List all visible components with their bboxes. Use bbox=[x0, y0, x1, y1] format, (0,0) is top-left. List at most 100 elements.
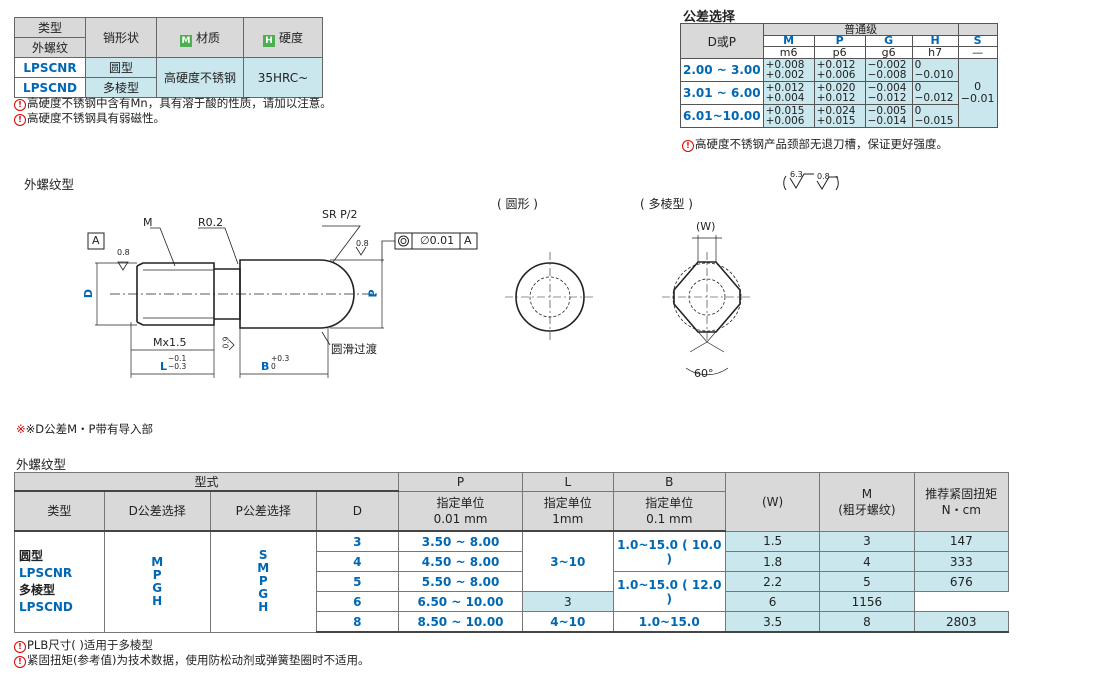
m-value: 4 bbox=[819, 551, 915, 572]
w-header: (W) bbox=[724, 472, 821, 532]
torque-value: 676 bbox=[913, 571, 1010, 592]
p-value: 6.50 ~ 10.00 bbox=[397, 591, 524, 612]
datum-box bbox=[87, 232, 105, 250]
code-poly: LPSCND bbox=[14, 77, 86, 98]
warning-icon: ! bbox=[14, 99, 26, 111]
tol-cell: 0−0.012 bbox=[911, 81, 959, 105]
tol-cell: 0−0.010 bbox=[911, 58, 959, 82]
table-row: 5 5.50 ~ 8.00 1.0~15.0 ( 12.0 ) 2.2 5 67… bbox=[15, 571, 1010, 612]
d-value: 8 bbox=[315, 611, 399, 633]
bottom-note-1: !PLB尺寸( )适用于多棱型 bbox=[14, 638, 153, 653]
shape-poly: 多棱型 bbox=[85, 77, 157, 98]
bottom-note-2: !紧固扭矩(参考值)为技术数据，使用防松动剂或弹簧垫圈时不适用。 bbox=[14, 653, 369, 668]
tol-ref: A bbox=[464, 234, 472, 247]
drawing-section-title: 外螺纹型 bbox=[24, 177, 75, 192]
label-w: (W) bbox=[696, 220, 716, 233]
s-value-cell: 0−0.01 bbox=[957, 58, 998, 128]
warning-icon: ! bbox=[14, 114, 26, 126]
rough-08-b: 0.8 bbox=[356, 239, 369, 248]
tol-cell: −0.002−0.008 bbox=[864, 58, 913, 82]
top-note-2: !高硬度不锈钢具有弱磁性。 bbox=[14, 111, 165, 126]
l-value: 4~10 bbox=[522, 611, 614, 633]
p-value: 8.50 ~ 10.00 bbox=[397, 611, 524, 633]
datum-a: A bbox=[92, 234, 100, 247]
w-value: 2.2 bbox=[724, 571, 821, 592]
warning-icon: ! bbox=[682, 140, 694, 152]
torque-value: 2803 bbox=[913, 611, 1010, 633]
roughness-symbol-icon bbox=[783, 173, 839, 191]
type-col-header: 类型 bbox=[14, 490, 105, 532]
dm-note: ※※D公差M・P带有导入部 bbox=[16, 422, 153, 436]
tol-cell: +0.015+0.006 bbox=[762, 104, 815, 128]
d-value: 4 bbox=[315, 551, 399, 572]
tolerance-table: D或P 普通级 M P G H S m6 p6 g6 h7 — 2.00 ~ 3… bbox=[680, 23, 998, 128]
label-angle: 60° bbox=[694, 367, 714, 380]
warning-icon: ! bbox=[14, 656, 26, 668]
w-value: 3 bbox=[522, 591, 614, 612]
poly-end-view bbox=[662, 235, 752, 376]
poly-title: ( 多棱型 ) bbox=[640, 197, 693, 211]
hardness-value: 35HRC~ bbox=[243, 57, 323, 98]
w-value: 1.8 bbox=[724, 551, 821, 572]
b-value: 1.0~15.0 ( 12.0 ) bbox=[612, 571, 727, 612]
material-badge-icon: M bbox=[179, 34, 192, 47]
range-3: 6.01~10.00 bbox=[680, 104, 764, 128]
m-value: 6 bbox=[724, 591, 821, 612]
l-tolerance: −0.1−0.3 bbox=[168, 354, 187, 371]
round-title: ( 圆形 ) bbox=[497, 197, 538, 211]
material-value: 高硬度不锈钢 bbox=[156, 57, 244, 98]
tolerance-note: !高硬度不锈钢产品颈部无退刀槽，保证更好强度。 bbox=[682, 137, 948, 152]
p-value: 5.50 ~ 8.00 bbox=[397, 571, 524, 592]
ptol-col-header: P公差选择 bbox=[209, 490, 317, 532]
label-l: L bbox=[160, 360, 168, 373]
tol-cell: +0.024+0.015 bbox=[813, 104, 866, 128]
thread-header: 外螺纹 bbox=[14, 37, 86, 58]
roughness-main: 6.3 bbox=[790, 170, 803, 179]
label-r: R0.2 bbox=[198, 216, 224, 229]
label-smooth: 圆滑过渡 bbox=[331, 342, 377, 356]
tol-cell: +0.012+0.006 bbox=[813, 58, 866, 82]
torque-value: 147 bbox=[913, 530, 1010, 552]
rough-08-a: 0.8 bbox=[117, 248, 130, 257]
tol-cell: 0−0.015 bbox=[911, 104, 959, 128]
label-mx: Mx1.5 bbox=[153, 336, 187, 349]
torque-value: 333 bbox=[913, 551, 1010, 572]
torque-value: 1156 bbox=[819, 591, 915, 612]
b-value: 1.0~15.0 bbox=[612, 611, 727, 633]
l-header: L bbox=[522, 472, 614, 492]
hardness-badge-icon: H bbox=[262, 34, 275, 47]
sub-s: — bbox=[957, 46, 998, 59]
p-header: P bbox=[397, 472, 524, 492]
d-col-header: D bbox=[315, 490, 399, 532]
m-value: 5 bbox=[819, 571, 915, 592]
m-value: 3 bbox=[819, 530, 915, 552]
tol-cell: −0.004−0.012 bbox=[864, 81, 913, 105]
m-header: M(粗牙螺纹) bbox=[819, 472, 915, 532]
tol-cell: +0.020+0.012 bbox=[813, 81, 866, 105]
table-row: 6 6.50 ~ 10.00 3 6 1156 bbox=[15, 591, 1009, 612]
b-header: B bbox=[612, 472, 727, 492]
top-note-1: !高硬度不锈钢中含有Mn，具有溶于酸的性质，请加以注意。 bbox=[14, 96, 332, 111]
technical-drawing bbox=[87, 173, 839, 378]
label-d: D bbox=[82, 288, 96, 299]
code-round: LPSCNR bbox=[14, 57, 86, 78]
material-header-label: 材质 bbox=[195, 30, 220, 45]
roughness-paren: 0.8 bbox=[817, 172, 830, 181]
rough-09: 0.9 bbox=[221, 336, 231, 349]
d-value: 3 bbox=[315, 530, 399, 552]
label-p: P bbox=[366, 289, 380, 298]
table-row: 8 8.50 ~ 10.00 4~10 1.0~15.0 3.5 8 2803 bbox=[15, 611, 1010, 633]
model-header: 型式 bbox=[14, 472, 399, 492]
tolerance-title: 公差选择 bbox=[683, 10, 736, 25]
dtol-col-header: D公差选择 bbox=[103, 490, 211, 532]
concentricity-icon bbox=[398, 235, 409, 247]
